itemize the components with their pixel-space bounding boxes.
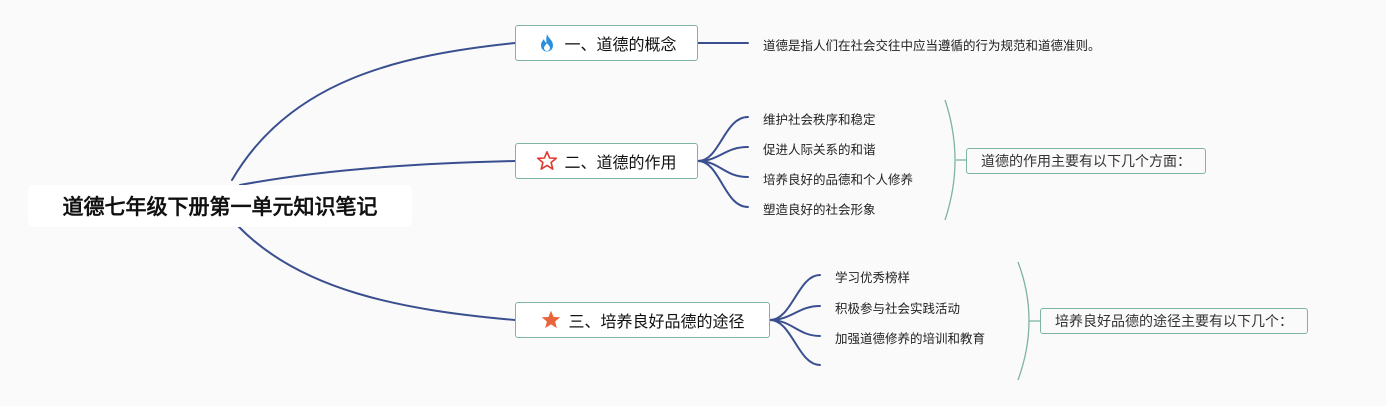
summary-cultivation[interactable]: 培养良好品德的途径主要有以下几个： bbox=[1040, 308, 1308, 334]
connector-root-topic-3 bbox=[237, 225, 516, 321]
connector-topic-2-leaf-4 bbox=[697, 160, 749, 208]
subtopic-function-3[interactable]: 培养良好的品德和个人修养 bbox=[763, 172, 914, 187]
connector-root-topic-2 bbox=[239, 160, 516, 186]
fire-icon bbox=[536, 32, 558, 54]
connector-topic-3-leaf-4 bbox=[769, 319, 821, 366]
subtopic-cultivation-2[interactable]: 积极参与社会实践活动 bbox=[835, 301, 961, 316]
subtopic-function-4[interactable]: 塑造良好的社会形象 bbox=[763, 202, 876, 217]
summary-function-label: 道德的作用主要有以下几个方面： bbox=[981, 154, 1191, 170]
star-outline-icon bbox=[536, 150, 558, 172]
summary-brace-topic-3 bbox=[1017, 261, 1030, 381]
topic-function[interactable]: 二、道德的作用 bbox=[515, 143, 698, 179]
topic-cultivation[interactable]: 三、培养良好品德的途径 bbox=[515, 302, 770, 338]
connector-root-topic-1 bbox=[231, 42, 516, 181]
topic-concept[interactable]: 一、道德的概念 bbox=[515, 25, 698, 61]
root-topic[interactable]: 道德七年级下册第一单元知识笔记 bbox=[28, 185, 412, 227]
subtopic-function-2[interactable]: 促进人际关系的和谐 bbox=[763, 142, 876, 157]
subtopic-cultivation-3[interactable]: 加强道德修养的培训和教育 bbox=[835, 331, 986, 346]
topic-concept-label: 一、道德的概念 bbox=[564, 35, 677, 54]
star-filled-icon bbox=[540, 309, 562, 331]
summary-function[interactable]: 道德的作用主要有以下几个方面： bbox=[966, 148, 1206, 174]
root-title: 道德七年级下册第一单元知识笔记 bbox=[62, 195, 378, 219]
subtopic-function-1[interactable]: 维护社会秩序和稳定 bbox=[763, 112, 876, 127]
subtopic-concept-definition[interactable]: 道德是指人们在社会交往中应当遵循的行为规范和道德准则。 bbox=[763, 38, 1101, 53]
subtopic-cultivation-1[interactable]: 学习优秀榜样 bbox=[835, 270, 911, 285]
topic-cultivation-label: 三、培养良好品德的途径 bbox=[568, 312, 745, 331]
topic-function-label: 二、道德的作用 bbox=[564, 153, 677, 172]
summary-cultivation-label: 培养良好品德的途径主要有以下几个： bbox=[1055, 314, 1293, 330]
summary-brace-topic-2 bbox=[944, 99, 956, 221]
